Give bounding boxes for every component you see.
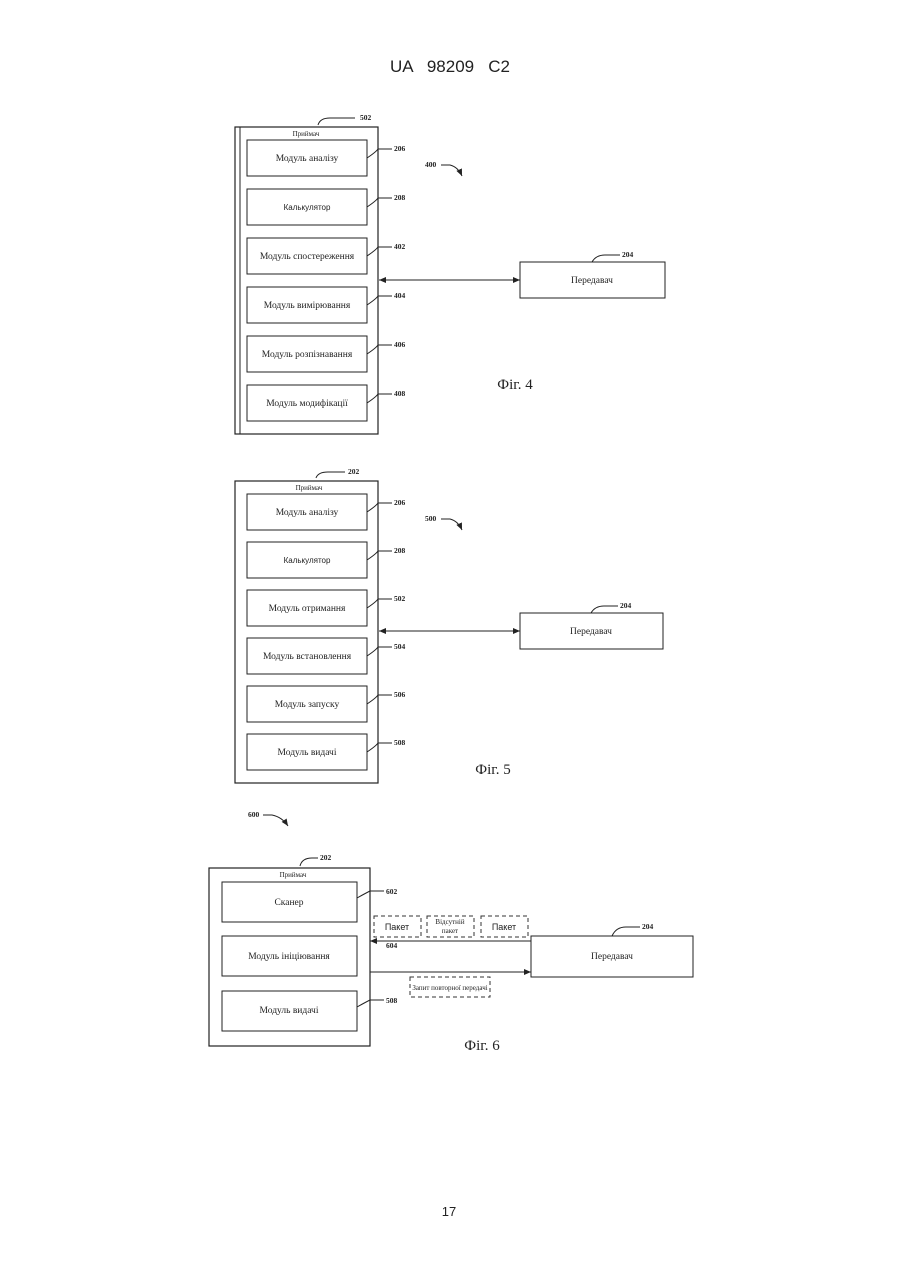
fig6-module-label-3: Модуль видачі	[260, 1006, 319, 1016]
fig6-module-ref-1: 602	[386, 887, 398, 896]
fig6-system-ref: 600	[248, 810, 260, 819]
fig6-receiver-ref: 202	[320, 853, 332, 862]
fig5-module-ref-5: 506	[394, 690, 406, 699]
fig6-module-ref-2: 604	[386, 941, 398, 950]
fig4-module-ref-3: 402	[394, 242, 406, 251]
fig5-module-label-3: Модуль отримання	[269, 604, 346, 614]
fig5-receiver-title: Приймач	[296, 484, 323, 492]
fig6-retransmit-request-label: Запит повторної передачі	[412, 984, 487, 992]
fig4-module-label-6: Модуль модифікації	[266, 398, 348, 409]
figure-6: 600 Приймач 202 Сканер 602 Модуль ініцію…	[209, 810, 693, 1054]
fig5-module-label-2: Калькулятор	[284, 556, 331, 565]
fig4-module-label-5: Модуль розпізнавання	[262, 350, 353, 360]
fig5-transmitter-ref: 204	[620, 601, 632, 610]
page-number: 17	[442, 1204, 456, 1219]
fig4-module-ref-4: 404	[394, 291, 406, 300]
fig4-module-ref-6: 408	[394, 389, 406, 398]
fig5-module-label-1: Модуль аналізу	[276, 508, 339, 518]
fig5-caption: Фіг. 5	[475, 762, 510, 778]
fig6-packet-label-2a: Відсутній	[435, 918, 464, 926]
figure-4: Приймач 502 Модуль аналізу 206 Калькулят…	[235, 113, 665, 434]
figure-5: Приймач 202 Модуль аналізу 206 Калькулят…	[235, 467, 663, 783]
fig6-packet-label-1: Пакет	[385, 922, 409, 932]
fig6-receiver-title: Приймач	[280, 871, 307, 879]
fig4-receiver-title: Приймач	[293, 130, 320, 138]
fig4-caption: Фіг. 4	[497, 377, 533, 393]
fig4-module-label-4: Модуль вимірювання	[264, 301, 351, 311]
fig5-module-ref-3: 502	[394, 594, 406, 603]
fig5-module-ref-2: 208	[394, 546, 406, 555]
fig4-transmitter-ref: 204	[622, 250, 634, 259]
fig4-transmitter-label: Передавач	[571, 276, 613, 286]
fig6-caption: Фіг. 6	[464, 1038, 500, 1054]
fig4-module-label-3: Модуль спостереження	[260, 252, 355, 262]
fig4-module-label-2: Калькулятор	[284, 203, 331, 212]
fig4-module-ref-2: 208	[394, 193, 406, 202]
fig5-module-ref-1: 206	[394, 498, 406, 507]
fig5-system-ref: 500	[425, 514, 437, 523]
fig5-module-label-4: Модуль встановлення	[263, 652, 352, 662]
fig5-module-label-6: Модуль видачі	[278, 748, 337, 758]
fig5-module-ref-4: 504	[394, 642, 406, 651]
fig6-module-ref-3: 508	[386, 996, 398, 1005]
fig4-system-ref: 400	[425, 160, 437, 169]
fig6-transmitter-ref: 204	[642, 922, 654, 931]
fig6-packet-label-2b: пакет	[442, 927, 458, 935]
fig5-receiver-ref: 202	[348, 467, 360, 476]
fig6-packet-label-3: Пакет	[492, 922, 516, 932]
fig5-module-ref-6: 508	[394, 738, 406, 747]
fig4-receiver-ref: 502	[360, 113, 372, 122]
fig4-module-ref-5: 406	[394, 340, 406, 349]
fig4-module-ref-1: 206	[394, 144, 406, 153]
fig6-module-label-2: Модуль ініціювання	[248, 952, 330, 962]
fig6-module-label-1: Сканер	[274, 898, 303, 908]
fig4-module-label-1: Модуль аналізу	[276, 154, 339, 164]
document-id: UA 98209 C2	[390, 57, 510, 76]
fig6-transmitter-label: Передавач	[591, 952, 633, 962]
fig5-module-label-5: Модуль запуску	[275, 700, 340, 710]
fig5-transmitter-label: Передавач	[570, 627, 612, 637]
